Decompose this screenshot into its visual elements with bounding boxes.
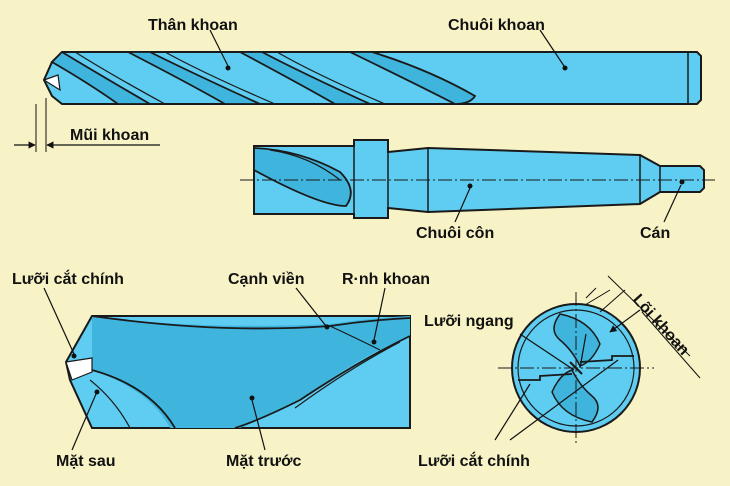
label-mat-truoc: Mặt trước (226, 453, 302, 470)
label-can: Cán (640, 225, 670, 242)
drill2-body (253, 139, 705, 219)
drill-tip-enlarged (64, 315, 411, 429)
label-mui-khoan: Mũi khoan (70, 127, 149, 144)
drill-end-view (498, 292, 654, 444)
label-luoi-cat-chinh-left: Lưỡi cắt chính (12, 269, 124, 288)
label-than-khoan: Thân khoan (148, 17, 238, 34)
drill1-flutes (50, 50, 477, 105)
twist-drill-straight (42, 50, 702, 105)
label-loi-khoan: Lõi khoan (629, 291, 692, 359)
label-mat-sau: Mặt sau (56, 453, 116, 470)
label-luoi-cat-chinh-right: Lưỡi cắt chính (418, 451, 530, 470)
label-canh-vien: Cạnh viền (228, 271, 304, 288)
taper-shank-drill (240, 139, 715, 219)
label-luoi-ngang: Lưỡi ngang (424, 313, 514, 330)
label-chuoi-con: Chuôi côn (416, 225, 494, 242)
label-ranh-khoan: R·nh khoan (342, 271, 430, 288)
label-chuoi-khoan: Chuôi khoan (448, 17, 545, 34)
